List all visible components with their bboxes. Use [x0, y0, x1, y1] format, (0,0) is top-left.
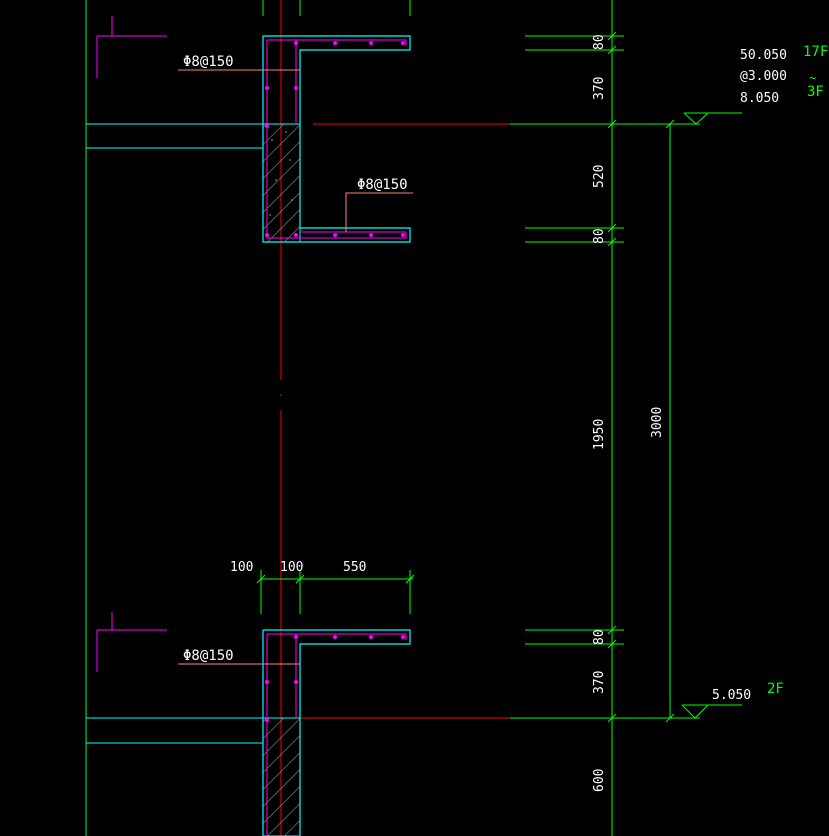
total-dimension	[665, 119, 675, 723]
v-dim-8: 600	[592, 769, 607, 792]
v-dim-1: 80	[592, 34, 607, 50]
v-dim-5: 1950	[592, 419, 607, 450]
level-marker-lower	[650, 704, 742, 719]
upper-elevation-2: @3.000	[740, 69, 787, 84]
bottom-rebar	[266, 633, 407, 836]
horizontal-dimension	[256, 570, 415, 614]
bottom-detail: Φ8@150	[178, 629, 411, 836]
v-dim-4: 80	[592, 228, 607, 244]
top-detail: Φ8@150 Φ8@150	[178, 35, 413, 243]
top-rebar-label-1: Φ8@150	[183, 54, 234, 70]
v-dim-2: 370	[592, 77, 607, 100]
upper-floor-label-top: 17F	[803, 44, 828, 60]
upper-elevation-3: 8.050	[740, 91, 779, 106]
bottom-rebar-label-1: Φ8@150	[183, 648, 234, 664]
top-rebar-label-2: Φ8@150	[357, 177, 408, 193]
axis-line	[280, 0, 510, 836]
v-dim-total: 3000	[650, 407, 665, 438]
vertical-dimension-chain	[510, 0, 680, 836]
top-hatch-dots	[269, 131, 293, 216]
upper-floor-label-bottom: 3F	[807, 84, 824, 100]
top-leader-lines	[178, 69, 413, 232]
lower-floor-label: 2F	[767, 681, 784, 697]
lower-elevation: 5.050	[712, 688, 751, 703]
top-rebar-dots	[265, 41, 405, 237]
h-dim-3: 550	[343, 560, 366, 575]
bottom-rebar-dots	[265, 635, 405, 722]
top-wall-lines	[262, 0, 411, 16]
v-dim-7: 370	[592, 671, 607, 694]
v-dim-6: 80	[592, 629, 607, 645]
floor-slab-lines	[86, 123, 263, 744]
corner-marks	[96, 16, 167, 672]
v-dim-3: 520	[592, 165, 607, 188]
top-rebar	[266, 39, 407, 239]
level-marker-upper	[650, 112, 742, 125]
upper-elevation-1: 50.050	[740, 48, 787, 63]
top-hatched-wall	[262, 123, 301, 243]
h-dim-1: 100	[230, 560, 253, 575]
upper-floor-tilde: ~	[809, 71, 816, 85]
bottom-hatched-wall	[262, 717, 301, 836]
h-dim-2: 100	[280, 560, 303, 575]
